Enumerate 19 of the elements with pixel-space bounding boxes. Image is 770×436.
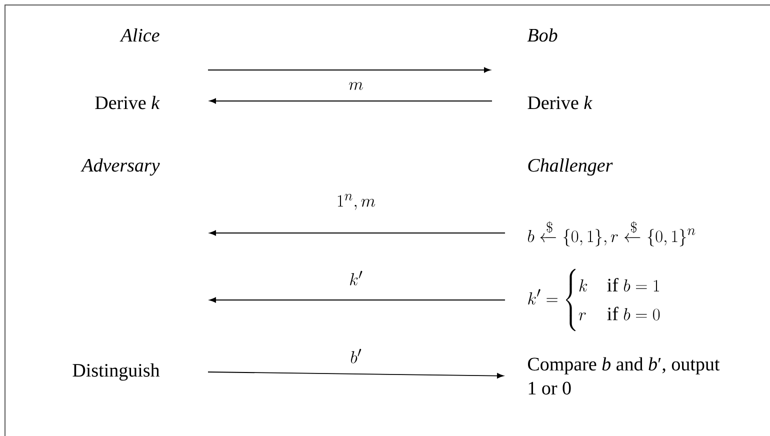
edge-label: $k'$ <box>350 270 362 286</box>
role-label: Adversary <box>80 158 160 176</box>
arrow <box>209 98 492 104</box>
sampling-formula: $b \xleftarrow{\$} \{0,1\}, r \xleftarrow{\$} \{0,1\}^n$ <box>528 221 696 246</box>
step-text: Derive k <box>95 96 160 110</box>
role-label: Challenger <box>528 158 613 176</box>
step-text: Distinguish <box>72 363 160 381</box>
arrow <box>209 230 506 236</box>
arrow <box>209 297 506 303</box>
edge-label: $b'$ <box>350 348 362 364</box>
edge-label: $m$ <box>349 82 363 90</box>
step-text: Compare b and b′, output 1 or 0 <box>528 357 720 395</box>
role-label: Bob <box>527 28 558 42</box>
arrow <box>208 372 504 378</box>
edge-label: $1^n, m$ <box>338 194 376 210</box>
key-formula: $k' = \begin{cases} k & \text{if } b = 1 \\ r & \text{if } b = 0 \end{cases}$ <box>528 268 660 332</box>
role-label: Alice <box>120 28 160 42</box>
arrow <box>208 67 491 73</box>
step-text: Derive k <box>528 96 592 110</box>
